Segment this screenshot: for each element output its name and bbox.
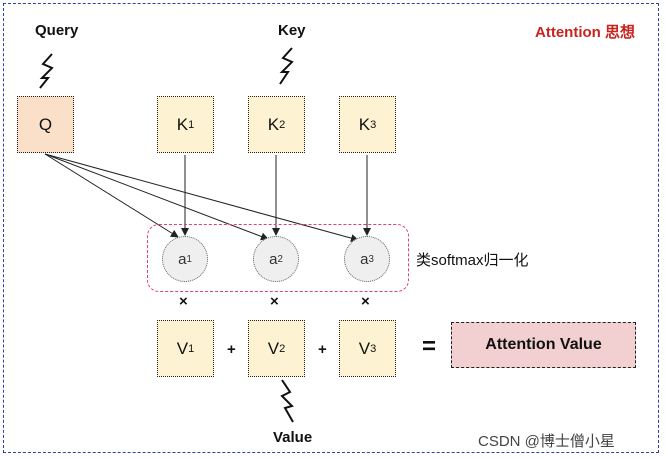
lightning-value-icon <box>280 379 294 423</box>
lightning-key-icon <box>279 47 294 85</box>
key-label: Key <box>278 22 306 39</box>
times-sign-1: × <box>179 293 188 310</box>
times-sign-3: × <box>361 293 370 310</box>
diagram-title: Attention 思想 <box>535 24 635 41</box>
softmax-note: 类softmax归一化 <box>416 252 529 269</box>
softmax-group <box>147 224 409 292</box>
attention-value-box: Attention Value <box>451 322 636 368</box>
plus-sign-2: + <box>318 341 327 358</box>
value-label: Value <box>273 429 313 446</box>
query-label: Query <box>35 22 79 39</box>
times-sign-2: × <box>270 293 279 310</box>
equals-sign: = <box>422 333 437 360</box>
query-box: Q <box>17 96 74 153</box>
diagram-frame <box>3 3 659 453</box>
plus-sign-1: + <box>227 341 236 358</box>
arrow-q-a3 <box>44 153 359 243</box>
watermark: CSDN @博士僧小星 <box>478 433 615 450</box>
arrow-q-a1 <box>44 153 179 238</box>
lightning-query-icon <box>39 53 54 89</box>
